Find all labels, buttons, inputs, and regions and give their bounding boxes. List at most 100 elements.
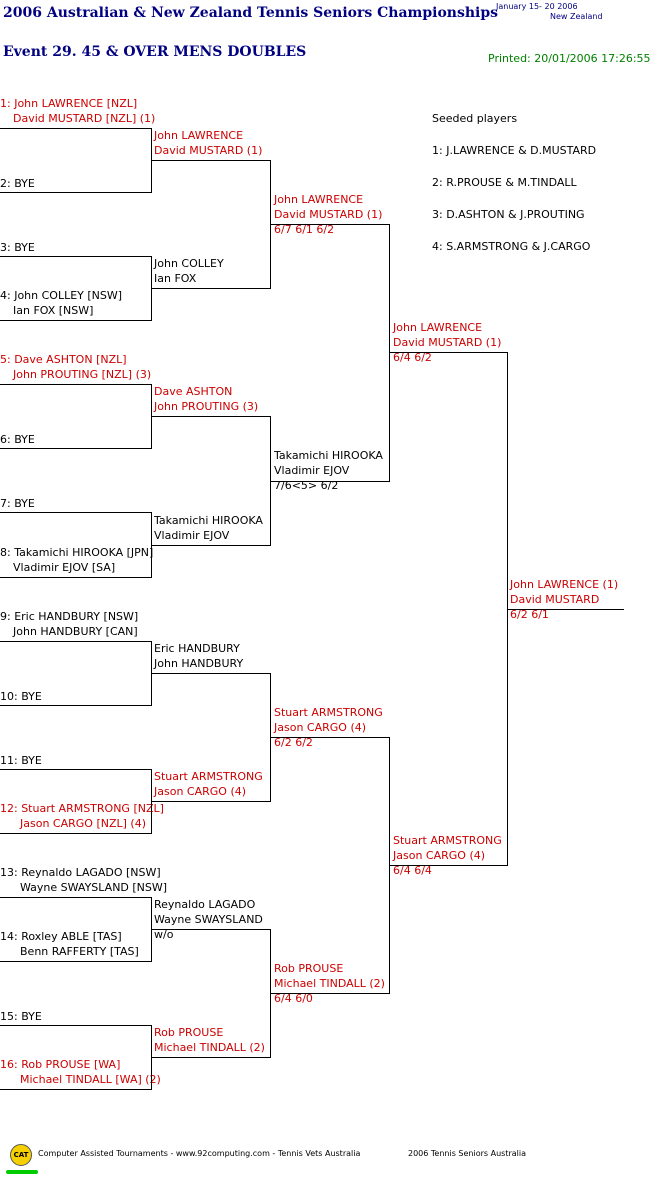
r2-entry: Stuart ARMSTRONG Jason CARGO (4) [154, 769, 263, 799]
entry-line: Rob PROUSE [274, 962, 344, 975]
draw-entry-11: 11: BYE [0, 753, 42, 768]
entry-line: Eric HANDBURY [154, 642, 240, 655]
r2-entry: John LAWRENCE David MUSTARD (1) [154, 128, 262, 158]
entry-line: Wayne SWAYSLAND [154, 913, 263, 926]
entry-line: David MUSTARD (1) [393, 336, 502, 349]
entry-line: 4: John COLLEY [NSW] [0, 289, 123, 302]
entry-line: 2: BYE [0, 177, 35, 190]
date-block: January 15- 20 2006 New Zealand [496, 1, 603, 22]
entry-line: Wayne SWAYSLAND [NSW] [20, 881, 168, 894]
cat-logo-icon: CAT [10, 1144, 32, 1166]
bracket-line [152, 801, 271, 802]
logo-underline [6, 1170, 38, 1174]
entry-line: Vladimir EJOV [SA] [13, 561, 116, 574]
bracket-line [0, 256, 152, 257]
bracket-line [151, 256, 152, 321]
bracket-line [390, 352, 508, 353]
bracket-line [152, 160, 271, 161]
bracket-line [151, 512, 152, 578]
bracket-line [390, 865, 508, 866]
draw-entry-2: 2: BYE [0, 176, 35, 191]
bracket-line [270, 673, 271, 802]
bracket-line [270, 929, 271, 1058]
entry-line: Stuart ARMSTRONG [274, 706, 383, 719]
entry-line: John HANDBURY [154, 657, 244, 670]
bracket-line [0, 320, 152, 321]
entry-line: John PROUTING (3) [154, 400, 259, 413]
draw-entry-14: 14: Roxley ABLE [TAS]Benn RAFFERTY [TAS] [0, 929, 139, 959]
draw-entry-8: 8: Takamichi HIROOKA [JPN]Vladimir EJOV … [0, 545, 153, 575]
entry-line: 9: Eric HANDBURY [NSW] [0, 610, 139, 623]
bracket-line [271, 224, 390, 225]
entry-line: David MUSTARD [510, 593, 600, 606]
bracket-line [0, 192, 152, 193]
entry-line: Michael TINDALL [WA] (2) [20, 1073, 161, 1086]
bracket-line [151, 641, 152, 706]
entry-line: 11: BYE [0, 754, 42, 767]
entry-line: David MUSTARD (1) [154, 144, 263, 157]
date-line: January 15- 20 2006 [496, 2, 578, 11]
draw-entry-15: 15: BYE [0, 1009, 42, 1024]
entry-line: Jason CARGO (4) [393, 849, 486, 862]
entry-line: Stuart ARMSTRONG [393, 834, 502, 847]
draw-entry-16: 16: Rob PROUSE [WA] Michael TINDALL [WA] … [0, 1057, 161, 1087]
bracket-line [0, 512, 152, 513]
score: 6/4 6/4 [393, 864, 432, 877]
bracket-line [508, 609, 624, 610]
entry-line: David MUSTARD [NZL] (1) [13, 112, 156, 125]
entry-line: Michael TINDALL (2) [274, 977, 385, 990]
entry-line: 5: Dave ASHTON [NZL] [0, 353, 127, 366]
entry-line: John LAWRENCE [393, 321, 483, 334]
bracket-line [0, 448, 152, 449]
bracket-line [0, 577, 152, 578]
entry-line: Jason CARGO (4) [154, 785, 247, 798]
seed-item: 3: D.ASHTON & J.PROUTING [432, 208, 585, 221]
entry-line: 3: BYE [0, 241, 35, 254]
entry-line: Stuart ARMSTRONG [154, 770, 263, 783]
bracket-line [151, 128, 152, 193]
bracket-line [270, 160, 271, 289]
draw-entry-1: 1: John LAWRENCE [NZL]David MUSTARD [NZL… [0, 96, 155, 126]
bracket-line [151, 769, 152, 834]
entry-line: John PROUTING [NZL] (3) [13, 368, 152, 381]
draw-entry-7: 7: BYE [0, 496, 35, 511]
printed-timestamp: Printed: 20/01/2006 17:26:55 [488, 52, 651, 65]
bracket-line [270, 416, 271, 546]
bracket-line [507, 352, 508, 866]
bracket-line [0, 769, 152, 770]
bracket-line [0, 1089, 152, 1090]
draw-entry-6: 6: BYE [0, 432, 35, 447]
entry-line: John HANDBURY [CAN] [13, 625, 138, 638]
draw-entry-9: 9: Eric HANDBURY [NSW] John HANDBURY [CAN… [0, 609, 138, 639]
draw-entry-12: 12: Stuart ARMSTRONG [NZL]Jason CARGO [N… [0, 801, 164, 831]
entry-line: John LAWRENCE [154, 129, 244, 142]
draw-entry-3: 3: BYE [0, 240, 35, 255]
bracket-line [0, 705, 152, 706]
bracket-line [152, 545, 271, 546]
entry-line: Ian FOX [154, 272, 197, 285]
bracket-line [0, 833, 152, 834]
entry-line: Ian FOX [NSW] [13, 304, 94, 317]
bracket-line [0, 384, 152, 385]
event-title: Event 29. 45 & OVER MENS DOUBLES [3, 44, 307, 60]
entry-line: Reynaldo LAGADO [154, 898, 256, 911]
entry-line: 6: BYE [0, 433, 35, 446]
seed-item: 2: R.PROUSE & M.TINDALL [432, 176, 577, 189]
bracket-line [151, 897, 152, 962]
entry-line: 16: Rob PROUSE [WA] [0, 1058, 121, 1071]
entry-line: Michael TINDALL (2) [154, 1041, 265, 1054]
bracket-line [0, 128, 152, 129]
draw-entry-10: 10: BYE [0, 689, 42, 704]
entry-line: Takamichi HIROOKA [274, 449, 383, 462]
entry-line: 14: Roxley ABLE [TAS] [0, 930, 122, 943]
score: 6/2 6/2 [274, 736, 313, 749]
score: w/o [154, 928, 174, 941]
seed-item: 1: J.LAWRENCE & D.MUSTARD [432, 144, 597, 157]
bracket-line [0, 897, 152, 898]
